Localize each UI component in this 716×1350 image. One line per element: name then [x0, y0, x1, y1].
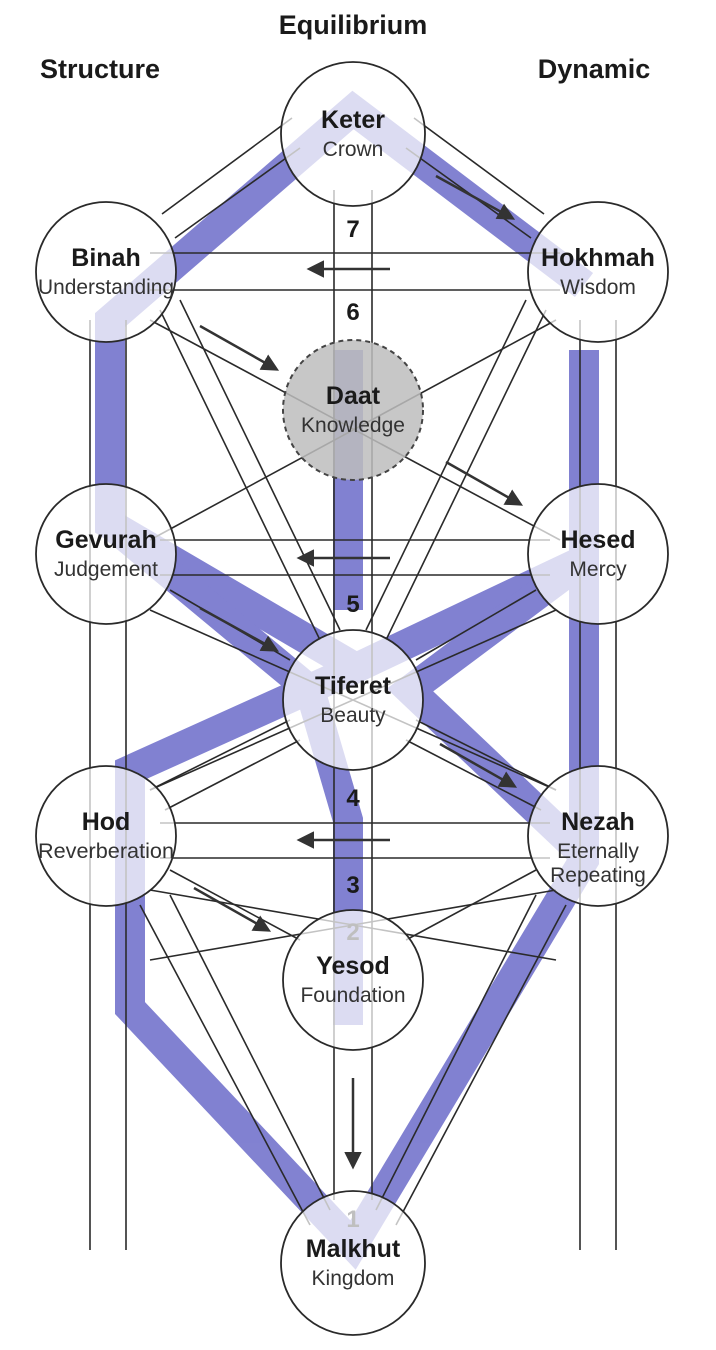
- node-circle: [527, 483, 669, 625]
- arrow: [435, 174, 516, 220]
- node-name: Keter: [321, 106, 385, 134]
- node-subtitle: Kingdom: [312, 1267, 395, 1290]
- node-subtitle: Mercy: [569, 558, 627, 581]
- node-name: Hod: [82, 808, 131, 836]
- node-name: Daat: [326, 382, 381, 410]
- node-circle: [282, 909, 424, 1051]
- arrow: [193, 886, 272, 932]
- flow-arrows: [193, 174, 524, 1170]
- node-name: Malkhut: [306, 1235, 401, 1263]
- node-subtitle: Wisdom: [560, 276, 636, 299]
- node-subtitle: Reverberation: [38, 840, 174, 863]
- node-name: Hesed: [560, 526, 635, 554]
- node-circle: [35, 483, 177, 625]
- node-subtitle: Judgement: [54, 558, 158, 581]
- node-name: Nezah: [561, 808, 635, 836]
- equilibrium-heading: Equilibrium: [279, 10, 428, 40]
- arrow: [439, 742, 518, 788]
- node-name: Binah: [71, 244, 140, 272]
- node-circle: [282, 339, 424, 481]
- structure-heading: Structure: [40, 54, 160, 84]
- node-subtitle: Eternally: [557, 840, 639, 863]
- node-circle: [527, 765, 669, 907]
- node-subtitle: Foundation: [300, 984, 405, 1007]
- node-subtitle-2: Repeating: [550, 864, 646, 887]
- node-subtitle: Crown: [323, 138, 384, 161]
- node-circle: [527, 201, 669, 343]
- node-circle: [282, 629, 424, 771]
- node-circle: [280, 1190, 426, 1336]
- arrow: [445, 460, 524, 506]
- node-subtitle: Knowledge: [301, 414, 405, 437]
- arrow: [199, 324, 280, 371]
- node-name: Gevurah: [55, 526, 156, 554]
- path-number-5: 5: [346, 591, 359, 618]
- path-number-3: 3: [346, 872, 359, 899]
- node-name: Yesod: [316, 952, 390, 980]
- path-number-6: 6: [346, 299, 359, 326]
- node-circle: [280, 61, 426, 207]
- node-name: Hokhmah: [541, 244, 655, 272]
- dynamic-heading: Dynamic: [538, 54, 651, 84]
- node-circle: [35, 765, 177, 907]
- path-number-4: 4: [346, 785, 360, 812]
- node-name: Tiferet: [315, 672, 392, 700]
- arrow: [199, 606, 280, 652]
- node-subtitle: Understanding: [38, 276, 174, 299]
- node-subtitle: Beauty: [320, 704, 386, 727]
- path-number-7: 7: [346, 216, 359, 243]
- node-circle: [35, 201, 177, 343]
